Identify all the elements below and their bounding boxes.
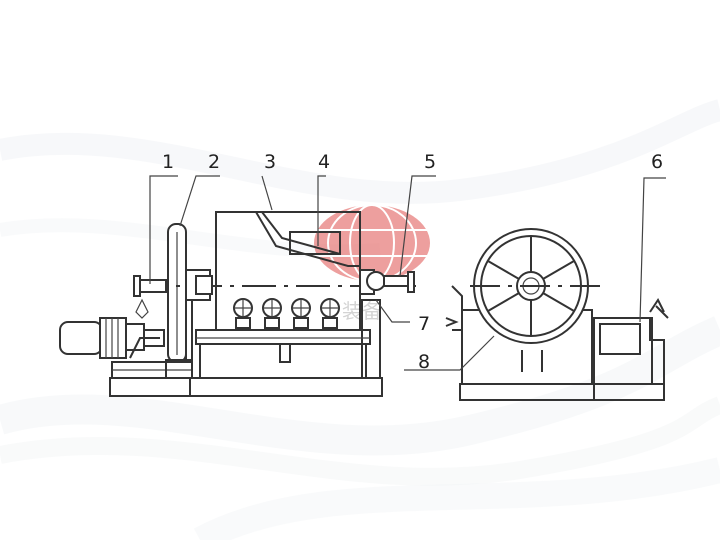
left-machine xyxy=(59,211,416,397)
label-part-8: 8 xyxy=(418,351,430,373)
label-part-6: 6 xyxy=(651,151,663,173)
motor-icon xyxy=(59,298,165,359)
globe-logo-icon xyxy=(314,205,430,281)
inner-plate xyxy=(289,231,341,255)
label-part-4: 4 xyxy=(318,151,330,173)
roller-row xyxy=(233,298,340,329)
label-part-1: 1 xyxy=(162,151,174,173)
lower-frame xyxy=(195,329,371,345)
clamp-bracket xyxy=(445,285,463,331)
label-part-2: 2 xyxy=(208,151,220,173)
feed-chute xyxy=(255,211,360,267)
label-part-7: 7 xyxy=(418,313,430,335)
label-part-5: 5 xyxy=(424,151,436,173)
part-number-labels: 1 2 3 4 5 6 7 8 xyxy=(162,151,663,373)
right-machine xyxy=(445,228,669,401)
base-frame-left xyxy=(109,377,383,397)
leader-lines xyxy=(149,175,666,371)
label-part-3: 3 xyxy=(264,151,276,173)
